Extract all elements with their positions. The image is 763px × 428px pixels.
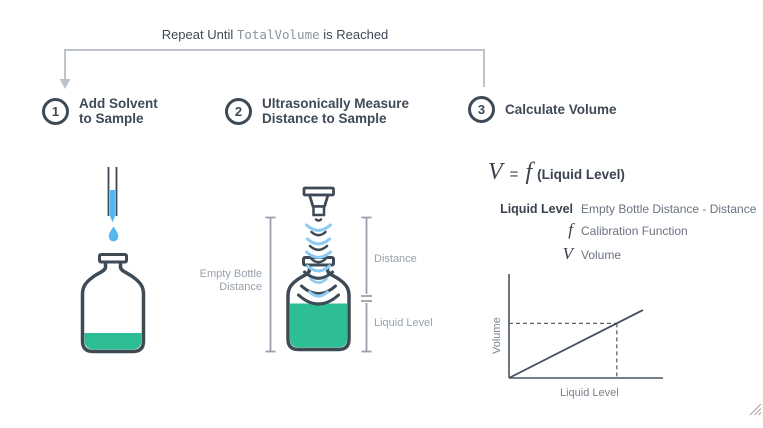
step-1-number: 1 xyxy=(51,103,60,119)
repeat-label-suffix: is Reached xyxy=(319,27,389,42)
wave-arc xyxy=(305,250,332,259)
step-2-number: 2 xyxy=(234,103,243,119)
sample-liquid xyxy=(84,333,142,350)
step-1-title-line1: Add Solvent xyxy=(79,96,158,111)
wave-arc xyxy=(310,257,327,264)
definition-liquid-level: Liquid Level Empty Bottle Distance - Dis… xyxy=(460,202,760,216)
wave-arc xyxy=(308,244,329,252)
liquid-level-label: Liquid Level xyxy=(374,317,433,329)
wave-arc xyxy=(314,218,323,222)
wave-arc xyxy=(306,237,331,246)
formula-f: f xyxy=(525,159,533,185)
definition-description: Volume xyxy=(581,248,622,262)
step-1-header: 1 Add Solvent to Sample xyxy=(42,96,158,126)
chart-xlabel: Liquid Level xyxy=(560,387,619,399)
repeat-loop-label: Repeat Until TotalVolume is Reached xyxy=(0,27,550,42)
distance-liquid-level-line xyxy=(361,216,372,353)
step-1-title: Add Solvent to Sample xyxy=(79,96,158,126)
step-1-badge: 1 xyxy=(42,97,69,125)
formula-v: V xyxy=(488,159,503,185)
wave-arc xyxy=(308,290,329,298)
volume-formula: V = f (Liquid Level) xyxy=(488,159,625,186)
wave-arc xyxy=(309,277,328,284)
repeat-label-prefix: Repeat Until xyxy=(161,27,237,42)
step-3-title-line1: Calculate Volume xyxy=(505,102,617,117)
definition-term: f xyxy=(568,220,573,239)
total-volume-code: TotalVolume xyxy=(236,27,320,42)
step-3-badge: 3 xyxy=(468,96,495,123)
step-2-badge: 2 xyxy=(225,97,252,125)
step-2-title-line2: Distance to Sample xyxy=(262,111,387,126)
repeat-loop-arrow xyxy=(59,49,485,89)
step-3-header: 3 Calculate Volume xyxy=(468,96,617,123)
ultrasonic-sensor-icon xyxy=(302,186,335,217)
step-3-title: Calculate Volume xyxy=(505,102,617,117)
distance-label: Distance xyxy=(374,253,417,265)
step-2-header: 2 Ultrasonically Measure Distance to Sam… xyxy=(225,96,409,126)
calibration-line xyxy=(508,309,644,379)
wave-arc xyxy=(297,293,340,306)
formula-equals: = xyxy=(509,166,519,183)
empty-bottle-distance-label: Empty Bottle Distance xyxy=(190,268,262,294)
pipette-icon xyxy=(107,167,118,223)
definition-description: Empty Bottle Distance - Distance xyxy=(581,202,757,216)
formula-argument: (Liquid Level) xyxy=(537,167,625,182)
definitions-list: Liquid Level Empty Bottle Distance - Dis… xyxy=(460,202,760,268)
definition-term: Liquid Level xyxy=(500,202,573,216)
measured-liquid xyxy=(290,303,347,348)
wave-arc xyxy=(300,284,337,296)
empty-bottle-distance-line xyxy=(265,216,276,353)
arrowhead-down-icon xyxy=(59,79,71,89)
solvent-drop-icon xyxy=(108,226,119,242)
sample-bottle-icon xyxy=(80,253,146,354)
empty-bottle-label-line1: Empty Bottle xyxy=(199,268,262,280)
definition-description: Calibration Function xyxy=(581,224,688,238)
definition-v: V Volume xyxy=(460,244,760,264)
wave-arc xyxy=(303,270,334,280)
step-2-title-line1: Ultrasonically Measure xyxy=(262,96,410,111)
step-3-number: 3 xyxy=(477,102,486,117)
calibration-chart: Volume Liquid Level xyxy=(491,274,663,399)
wave-arc xyxy=(305,223,332,232)
ultrasonic-waves xyxy=(297,218,340,306)
resize-grip-icon[interactable] xyxy=(749,403,762,416)
step-1-title-line2: to Sample xyxy=(79,111,144,126)
step-2-title: Ultrasonically Measure Distance to Sampl… xyxy=(262,96,409,126)
definition-term: V xyxy=(562,244,573,263)
chart-ylabel: Volume xyxy=(491,317,503,354)
chart-axes xyxy=(508,274,663,379)
empty-bottle-label-line2: Distance xyxy=(219,281,262,293)
wave-arc xyxy=(306,264,331,273)
measured-bottle-icon xyxy=(286,256,351,352)
wave-arc xyxy=(310,230,327,237)
definition-f: f Calibration Function xyxy=(460,220,760,240)
